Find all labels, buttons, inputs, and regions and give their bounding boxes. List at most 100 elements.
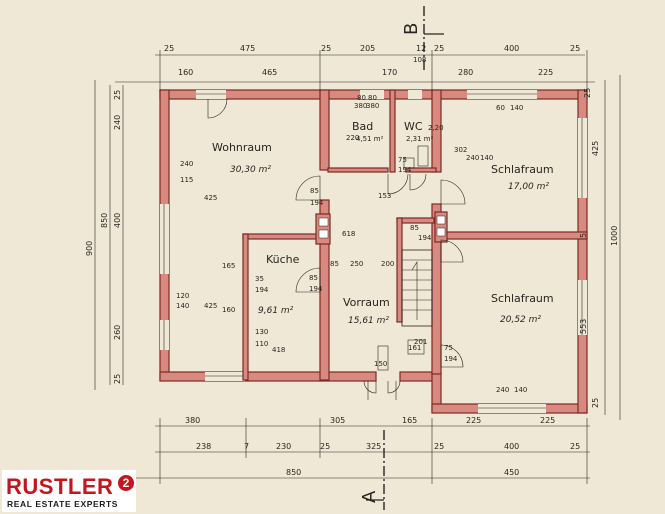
annotation-label: 110	[255, 340, 268, 348]
room-name-bad: Bad	[352, 120, 373, 133]
top-dimensions-row-2: 160 465 170 12 280 225 108	[178, 44, 553, 77]
annotation-label: 194	[418, 234, 432, 242]
bottom-dimensions-row-1: 380 305 165 225 225	[185, 416, 555, 425]
annotation-label: 425	[204, 302, 217, 310]
room-area-kueche: 9,61 m²	[258, 306, 294, 316]
dim-label: 380	[185, 416, 200, 425]
annotation-label: 85	[410, 224, 419, 232]
dim-label: 25	[570, 44, 580, 53]
annotation-label: 302	[454, 146, 467, 154]
dim-label: 25	[570, 442, 580, 451]
room-area-vorraum: 15,61 m²	[348, 316, 389, 326]
dim-label: 230	[276, 442, 291, 451]
bottom-dimensions-row-3: 850 450	[286, 468, 519, 477]
room-area-wohnraum: 30,30 m²	[230, 165, 271, 175]
annotation-label: 161	[408, 344, 421, 352]
dim-label: 260	[113, 325, 122, 340]
dim-label: 553	[579, 319, 588, 334]
dim-label: 305	[330, 416, 345, 425]
dim-label: 205	[360, 44, 375, 53]
bottom-dimensions-row-2: 238 7 230 25 325 25 400 25	[196, 442, 580, 451]
annotation-label: 80	[357, 94, 366, 102]
room-area-schlafraum-2: 20,52 m²	[500, 315, 541, 325]
bathroom-fixtures	[377, 145, 429, 371]
dim-label: 225	[538, 68, 553, 77]
left-dimensions: 25 240 400 260 25 850 900	[85, 90, 122, 384]
company-logo: RUSTLER 2 REAL ESTATE EXPERTS	[2, 470, 136, 512]
dim-label: 238	[196, 442, 211, 451]
section-line-b	[423, 6, 444, 70]
room-name-wc: WC	[404, 120, 423, 133]
annotation-label: 425	[204, 194, 217, 202]
dim-label: 108	[413, 56, 426, 64]
dim-label: 165	[402, 416, 417, 425]
annotation-label: 194	[310, 199, 324, 207]
room-name-schlafraum-1: Schlafraum	[491, 163, 554, 176]
dim-label: 25	[583, 88, 592, 98]
annotation-label: 153	[378, 192, 391, 200]
logo-mark-icon: 2	[118, 475, 134, 491]
annotation-label: 140	[480, 154, 493, 162]
dim-label: 25	[113, 90, 122, 100]
annotation-label: 60	[496, 104, 505, 112]
dim-label: 25	[434, 442, 444, 451]
dim-label: 25	[591, 398, 600, 408]
annotation-label: 140	[514, 386, 527, 394]
annotation-label: 418	[272, 346, 285, 354]
door-swings	[207, 98, 466, 400]
dim-label: 400	[504, 442, 519, 451]
annotation-label: 80	[368, 94, 377, 102]
dim-label: 400	[113, 213, 122, 228]
annotation-label: 75	[444, 344, 453, 352]
annotation-label: 2,20	[428, 124, 444, 132]
room-name-schlafraum-2: Schlafraum	[491, 292, 554, 305]
staircase	[401, 249, 433, 327]
logo-tagline: REAL ESTATE EXPERTS	[7, 499, 119, 509]
section-marker-b: B	[401, 23, 422, 35]
dimension-lines	[94, 50, 621, 484]
room-name-wohnraum: Wohnraum	[212, 141, 272, 154]
dim-label: 170	[382, 68, 397, 77]
annotation-label: 85	[330, 260, 339, 268]
annotation-label: 380	[366, 102, 379, 110]
annotation-label: 380	[354, 102, 367, 110]
dim-label: 240	[113, 115, 122, 130]
annotation-label: 194	[255, 286, 269, 294]
dim-label: 25	[113, 374, 122, 384]
annotation-label: 130	[255, 328, 268, 336]
interior-annotations: 240 115 120 140 130 110 35 194 85 194 24…	[176, 94, 527, 394]
dim-label: 225	[466, 416, 481, 425]
room-name-kueche: Küche	[266, 253, 300, 266]
dim-label: 280	[458, 68, 473, 77]
annotation-label: 85	[310, 187, 319, 195]
dim-label: 850	[286, 468, 301, 477]
annotation-label: 194	[398, 166, 412, 174]
annotation-label: 201	[414, 338, 427, 346]
dim-label: 1000	[610, 226, 619, 246]
annotation-label: 165	[222, 262, 235, 270]
dim-label: 5	[579, 233, 588, 238]
dim-label: 12	[416, 44, 426, 53]
dim-label: 325	[366, 442, 381, 451]
annotation-label: 240	[466, 154, 479, 162]
dim-label: 850	[100, 213, 109, 228]
room-area-schlafraum-1: 17,00 m²	[508, 182, 549, 192]
dim-label: 160	[178, 68, 193, 77]
dim-label: 25	[164, 44, 174, 53]
dim-label: 425	[591, 141, 600, 156]
dim-label: 25	[321, 44, 331, 53]
dim-label: 225	[540, 416, 555, 425]
room-name-vorraum: Vorraum	[343, 296, 390, 309]
dim-label: 25	[320, 442, 330, 451]
annotation-label: 194	[444, 355, 458, 363]
logo-brand-text: RUSTLER	[6, 474, 114, 499]
annotation-label: 160	[222, 306, 235, 314]
annotation-label: 35	[255, 275, 264, 283]
annotation-label: 115	[180, 176, 193, 184]
annotation-label: 140	[176, 302, 189, 310]
window-openings	[160, 90, 587, 413]
section-line-a	[366, 430, 385, 510]
section-marker-a: A	[359, 490, 380, 503]
